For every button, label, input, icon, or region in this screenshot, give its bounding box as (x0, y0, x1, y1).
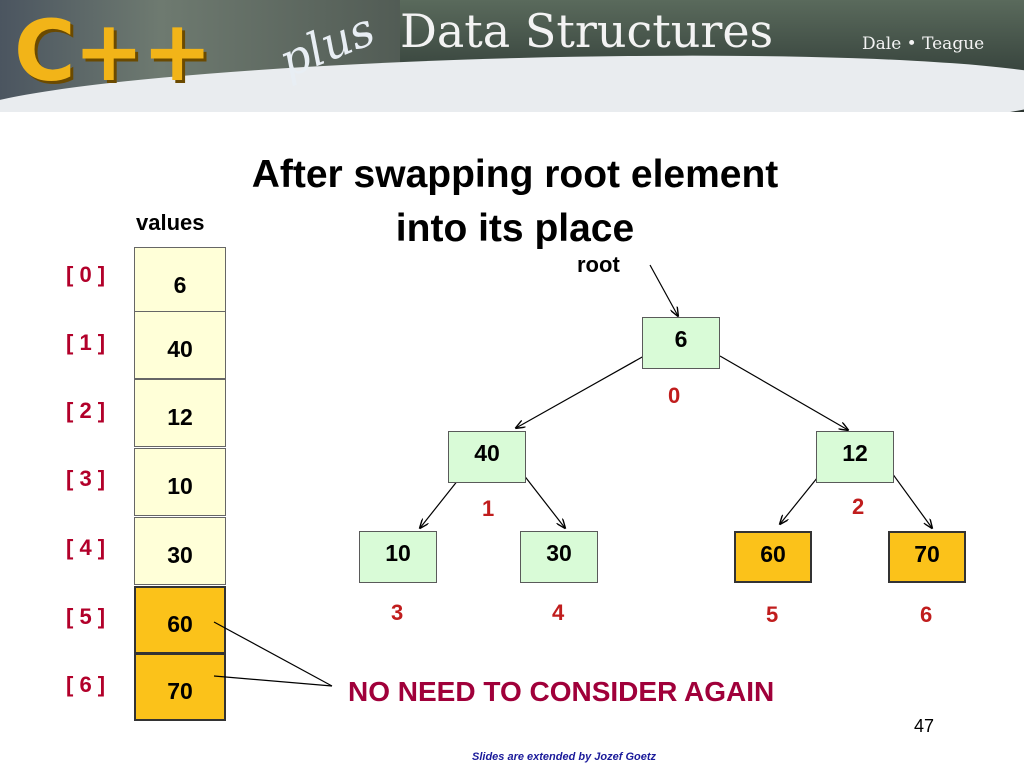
slide-title: After swapping root element into its pla… (190, 148, 840, 256)
book-authors: Dale • Teague (862, 34, 985, 54)
array-index-label: [ 5 ] (66, 604, 106, 629)
no-need-note: NO NEED TO CONSIDER AGAIN (348, 676, 775, 707)
array-cell: 10 (134, 448, 226, 516)
array-cell: 70 (134, 653, 226, 721)
array-cell: 40 (134, 311, 226, 379)
tree-node: 12 (816, 431, 894, 483)
slide-title-line-2: into its place (395, 207, 635, 250)
array-index-label: [ 0 ] (66, 262, 106, 287)
tree-node: 70 (888, 531, 966, 583)
tree-node-index: 6 (920, 602, 933, 627)
tree-edge (719, 355, 848, 430)
book-title: Data Structures (400, 4, 774, 58)
root-pointer-arrow (649, 264, 678, 316)
cpp-logo: C++ (14, 2, 212, 100)
tree-node-index: 2 (852, 494, 865, 519)
root-label: root (577, 252, 620, 277)
tree-node: 40 (448, 431, 526, 483)
tree-node: 10 (359, 531, 437, 583)
tree-node-index: 5 (766, 602, 779, 627)
tree-node: 60 (734, 531, 812, 583)
footer-credit: Slides are extended by Jozef Goetz (472, 751, 657, 763)
array-cell: 30 (134, 517, 226, 585)
array-index-label: [ 4 ] (66, 535, 106, 560)
tree-edge (516, 355, 645, 428)
array-cell: 60 (134, 586, 226, 654)
array-index-label: [ 6 ] (66, 672, 106, 697)
tree-node-index: 3 (391, 600, 404, 625)
tree-node: 30 (520, 531, 598, 583)
values-label: values (136, 210, 205, 235)
array-cell: 12 (134, 379, 226, 447)
tree-node-index: 0 (668, 383, 681, 408)
slide-title-line-1: After swapping root element (251, 153, 779, 196)
array-cell: 6 (134, 247, 226, 315)
header-banner: C++ plus Data Structures Dale • Teague (0, 0, 1024, 112)
array-index-label: [ 1 ] (66, 330, 106, 355)
tree-node-index: 4 (552, 600, 565, 625)
array-index-label: [ 2 ] (66, 398, 106, 423)
page-number: 47 (914, 716, 935, 736)
tree-node: 6 (642, 317, 720, 369)
note-line-to-index-6 (213, 675, 333, 687)
note-line-to-index-5 (213, 621, 333, 687)
tree-node-index: 1 (482, 496, 495, 521)
array-index-label: [ 3 ] (66, 466, 106, 491)
